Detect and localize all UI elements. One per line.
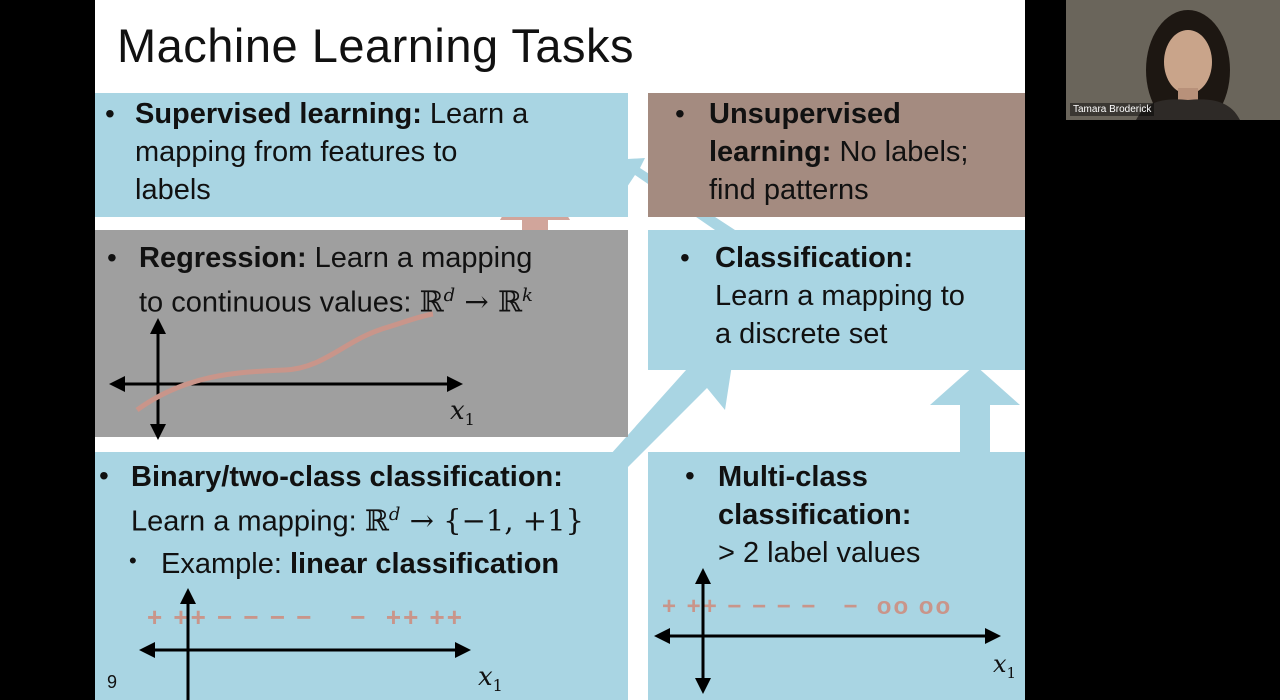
multiclass-box [648,452,1025,700]
multiclass-x-arrowhead-right [985,628,1001,644]
multiclass-axis-label: x1 [993,645,1016,692]
regression-x: x [450,396,465,426]
regression-axis-label: x1 [450,392,475,439]
supervised-line3: labels [135,174,211,206]
bullet: • [105,98,115,129]
multiclass-points: + ++ − − − − − oo oo [662,593,953,620]
multiclass-text: Multi-class classification: > 2 label va… [718,458,1018,572]
binary-y-arrowhead-top [180,588,196,604]
classification-box [648,230,1025,370]
unsupervised-text: Unsupervised learning: No labels; find p… [709,95,1019,209]
binary-text: Binary/two-class classification: Learn a… [131,458,631,541]
unsupervised-bold1: Unsupervised [709,98,901,130]
supervised-rest: Learn a [421,98,529,130]
multiclass-x-sub: 1 [1006,663,1017,682]
binary-example-pre: Example: [161,548,290,580]
multiclass-bold1: Multi-class [718,461,868,493]
binary-x-sub: 1 [492,676,503,696]
bullet: • [680,242,690,273]
binary-x-arrowhead-left [139,642,155,658]
binary-line2: Learn a mapping: [131,505,365,538]
regression-rest: Learn a mapping [306,242,533,274]
supervised-bold: Supervised learning: [135,98,422,130]
regression-y-arrowhead-bottom [150,424,166,440]
classification-line3: a discrete set [715,318,888,350]
unsupervised-learning-box [648,93,1025,217]
binary-bold: Binary/two-class classification: [131,461,563,493]
person-shoulders [1136,99,1240,120]
regression-x-arrowhead-right [447,376,463,392]
slide-number: 9 [107,672,118,692]
binary-arrow: → {−1, +1} [400,503,584,538]
classification-text: Classification: Learn a mapping to a dis… [715,239,1015,353]
regression-line2: to continuous values: [139,286,420,319]
regression-box [95,230,628,437]
binary-example-bold: linear classification [289,548,560,580]
regression-plot [109,311,463,440]
sub-bullet: • [129,548,137,573]
bullet: • [99,460,109,491]
regression-curve [135,311,434,413]
webcam-video [1066,0,1280,120]
bullet: • [107,242,117,273]
unsupervised-line3: find patterns [709,174,869,206]
multiclass-plot [654,568,1001,694]
classification-bold: Classification: [715,242,914,274]
regression-x-arrowhead-left [109,376,125,392]
binary-axis-label: x1 [478,658,503,700]
regression-math-r2: ℝ [497,284,523,319]
regression-arrow: → [455,284,498,319]
classification-line2: Learn a mapping to [715,280,965,312]
binary-x: x [478,662,493,692]
multiclass-y-arrowhead-top [695,568,711,584]
regression-x-sub: 1 [464,410,475,430]
multiclass-line3: > 2 label values [718,537,921,569]
person-face [1164,30,1212,94]
multiclass-to-classification-arrow [930,365,1020,455]
multiclass-x-arrowhead-left [654,628,670,644]
multiclass-x: x [993,650,1007,678]
unsupervised-bold2: learning: [709,136,832,168]
binary-plot [139,588,471,700]
multiclass-bold2: classification: [718,499,912,531]
unsupervised-rest2: No labels; [831,136,969,168]
binary-sup-d: d [388,504,401,525]
binary-to-classification-arrow [610,345,735,470]
regression-text: Regression: Learn a mapping to continuou… [139,239,629,322]
binary-math-r: ℝ [364,503,389,538]
regression-y-arrowhead-top [150,318,166,334]
supervised-text: Supervised learning: Learn a mapping fro… [135,95,615,209]
regression-sup-d: d [443,285,456,306]
binary-classification-box [95,452,628,700]
slide: Machine Learning Tasks • Supervised lear… [95,0,1025,700]
binary-x-arrowhead-right [455,642,471,658]
slide-title: Machine Learning Tasks [117,19,634,72]
multiclass-y-arrowhead-bottom [695,678,711,694]
supervised-learning-box [95,93,628,217]
bullet: • [675,98,685,129]
regression-sup-k: k [522,285,533,306]
binary-sub-bullet: Example: linear classification [161,545,631,583]
regression-bold: Regression: [139,242,307,274]
bullet: • [685,460,695,491]
webcam-name-label: Tamara Broderick [1070,103,1155,116]
supervised-line2: mapping from features to [135,136,458,168]
binary-points: + ++ − − − − − ++ ++ [147,602,464,632]
webcam-person [1066,0,1280,120]
